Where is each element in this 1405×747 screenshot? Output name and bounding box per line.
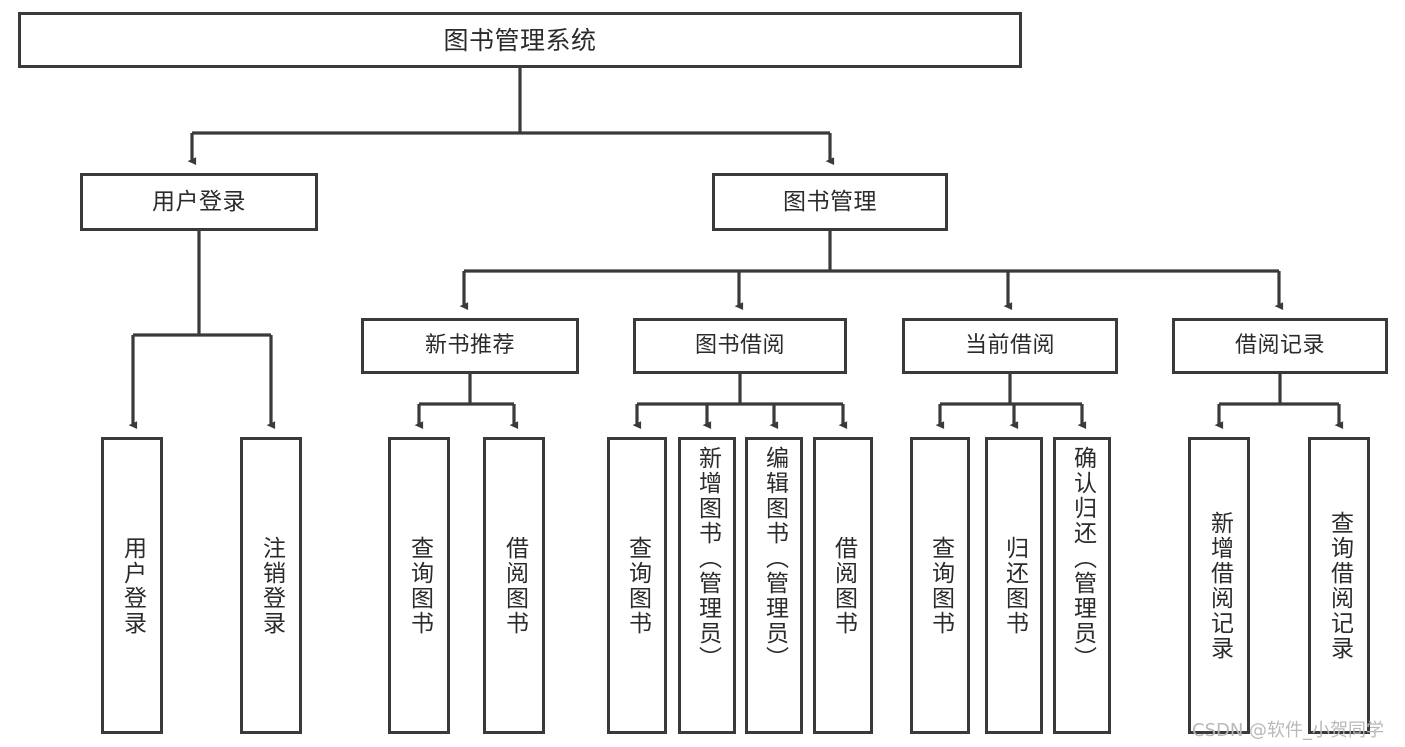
node-user-login-label: 用户登录	[152, 188, 246, 215]
node-leaf-borrow-book-1[interactable]: 借阅图书	[483, 437, 545, 734]
node-leaf-borrow-book-2-label: 借阅图书	[830, 535, 857, 636]
node-leaf-query-book-3[interactable]: 查询图书	[910, 437, 970, 734]
node-current-borrow[interactable]: 当前借阅	[902, 318, 1118, 374]
node-root-label: 图书管理系统	[443, 25, 597, 55]
node-leaf-add-book-label: 新增图书（管理员）	[694, 446, 721, 671]
node-book-manage-label: 图书管理	[783, 188, 877, 215]
node-leaf-confirm-return[interactable]: 确认归还（管理员）	[1053, 437, 1111, 734]
node-current-borrow-label: 当前借阅	[964, 333, 1055, 359]
node-leaf-query-book-2-label: 查询图书	[624, 535, 651, 636]
node-root[interactable]: 图书管理系统	[18, 12, 1022, 68]
node-new-book-recommend-label: 新书推荐	[424, 333, 515, 359]
node-leaf-query-book-2[interactable]: 查询图书	[607, 437, 667, 734]
node-leaf-query-book-1[interactable]: 查询图书	[388, 437, 450, 734]
node-new-book-recommend[interactable]: 新书推荐	[361, 318, 579, 374]
node-leaf-confirm-return-label: 确认归还（管理员）	[1069, 446, 1096, 671]
node-leaf-add-record-label: 新增借阅记录	[1206, 510, 1233, 661]
node-leaf-return-book-label: 归还图书	[1001, 535, 1028, 636]
node-leaf-edit-book-label: 编辑图书（管理员）	[761, 446, 788, 671]
node-leaf-borrow-book-1-label: 借阅图书	[501, 535, 528, 636]
node-leaf-logout-label: 注销登录	[258, 535, 285, 636]
node-borrow-record[interactable]: 借阅记录	[1172, 318, 1388, 374]
node-leaf-query-book-1-label: 查询图书	[406, 535, 433, 636]
node-borrow-record-label: 借阅记录	[1234, 333, 1325, 359]
csdn-watermark: CSDN @软件_小贺同学	[1192, 720, 1385, 741]
node-user-login[interactable]: 用户登录	[80, 173, 318, 231]
node-leaf-edit-book[interactable]: 编辑图书（管理员）	[745, 437, 803, 734]
node-book-borrow[interactable]: 图书借阅	[633, 318, 847, 374]
node-leaf-return-book[interactable]: 归还图书	[985, 437, 1043, 734]
node-leaf-query-record[interactable]: 查询借阅记录	[1308, 437, 1370, 734]
node-leaf-borrow-book-2[interactable]: 借阅图书	[813, 437, 873, 734]
node-leaf-query-book-3-label: 查询图书	[927, 535, 954, 636]
node-leaf-logout[interactable]: 注销登录	[240, 437, 302, 734]
node-leaf-add-book[interactable]: 新增图书（管理员）	[678, 437, 736, 734]
node-book-manage[interactable]: 图书管理	[712, 173, 948, 231]
node-leaf-user-login[interactable]: 用户登录	[101, 437, 163, 734]
node-leaf-add-record[interactable]: 新增借阅记录	[1188, 437, 1250, 734]
node-book-borrow-label: 图书借阅	[694, 333, 785, 359]
node-leaf-user-login-label: 用户登录	[119, 535, 146, 636]
node-leaf-query-record-label: 查询借阅记录	[1326, 510, 1353, 661]
